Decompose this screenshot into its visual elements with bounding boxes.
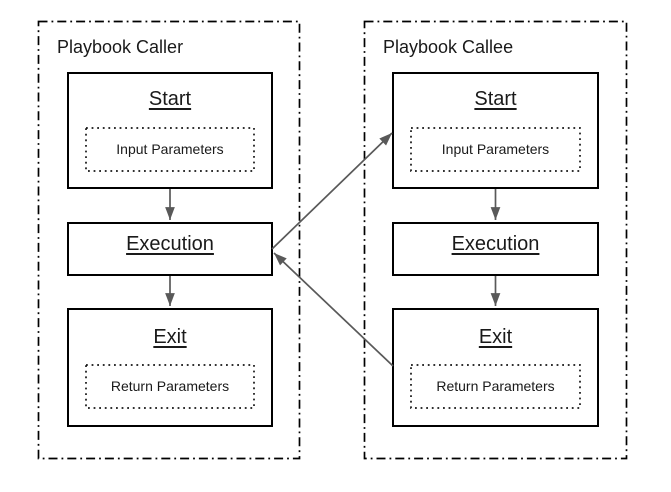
callee-execution-box — [392, 222, 599, 276]
callee-start-box — [392, 72, 599, 189]
caller-execution-box — [67, 222, 273, 276]
callee-input-params-box — [410, 127, 581, 172]
caller-exit-box — [67, 308, 273, 427]
caller-start-box — [67, 72, 273, 189]
callee-execution-label: Execution — [451, 233, 540, 255]
callee-return-params-box — [410, 364, 581, 409]
caller-input-params-label: Input Parameters — [116, 141, 224, 157]
callee-start-label: Start — [474, 88, 517, 110]
caller-return-params-box — [85, 364, 255, 409]
caller-input-params-box — [85, 127, 255, 172]
callee-boundary — [363, 20, 628, 460]
callee-exit-label: Exit — [478, 326, 513, 348]
caller-boundary — [37, 20, 301, 460]
callee-return-params-label: Return Parameters — [436, 378, 555, 394]
caller-start-label: Start — [148, 88, 192, 110]
caller-execution-label: Execution — [126, 233, 214, 255]
arrow-return-callee-exit-to-caller-execution — [273, 252, 394, 367]
callee-exit-box — [392, 308, 599, 427]
caller-exit-label: Exit — [153, 326, 187, 348]
callee-title: Playbook Callee — [383, 37, 514, 57]
caller-return-params-label: Return Parameters — [110, 378, 230, 394]
arrow-call-caller-execution-to-callee-start — [271, 132, 393, 250]
callee-input-params-label: Input Parameters — [441, 141, 550, 157]
caller-title: Playbook Caller — [57, 37, 184, 57]
